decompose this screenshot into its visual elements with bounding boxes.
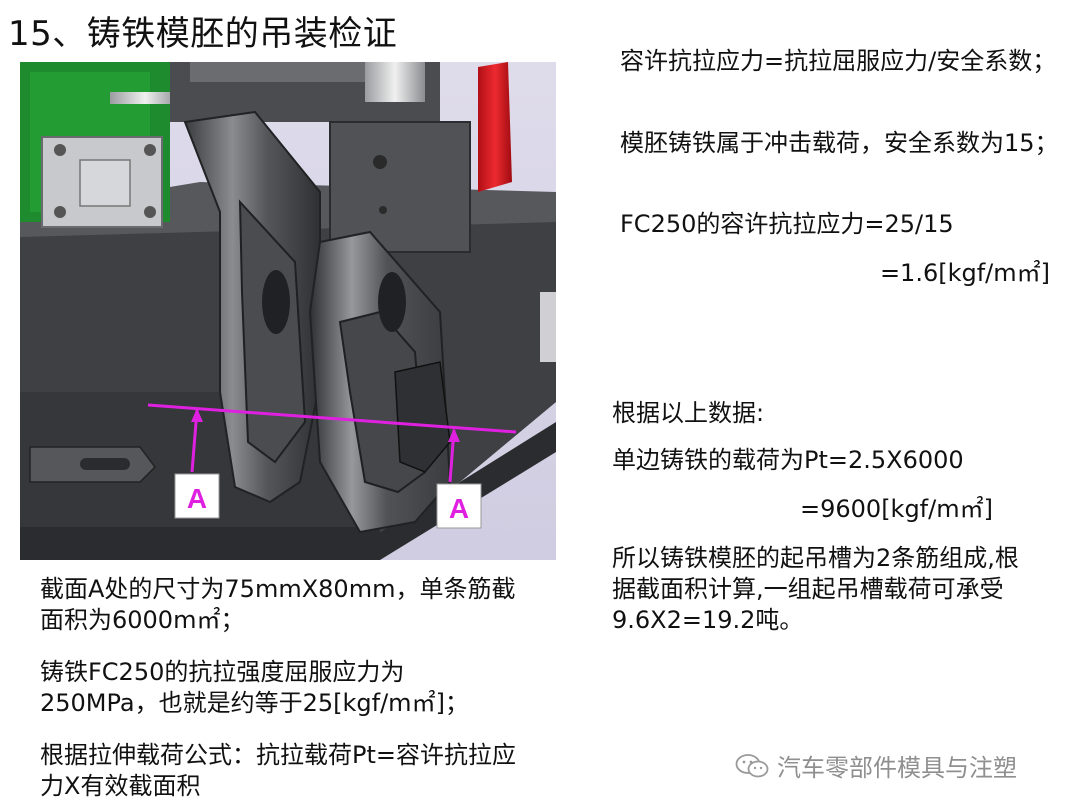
safety-factor-note: 模胚铸铁属于冲击载荷，安全系数为15；	[620, 129, 1059, 157]
fc250-allowable-stress: FC250的容许抗拉应力=25/15	[620, 210, 954, 238]
tensile-load-formula: 根据拉伸载荷公式：抗拉载荷Pt=容许抗拉应力X有效截面积	[40, 741, 516, 800]
slide-title: 15、铸铁模胚的吊装检证	[8, 14, 398, 54]
mold-lifting-figure: A A	[20, 62, 556, 560]
section-line	[147, 403, 517, 434]
arrow-head-right	[448, 428, 460, 442]
conclusion: 所以铸铁模胚的起吊槽为2条筋组成,根据截面积计算,一组起吊槽载荷可承受9.6X2…	[612, 544, 1019, 634]
section-label-left: A	[187, 483, 207, 514]
single-side-load: 单边铸铁的载荷为Pt=2.5X6000	[612, 446, 964, 474]
section-label-left-box	[174, 473, 220, 519]
single-side-load-result: =9600[kgf/m㎡]	[800, 495, 993, 523]
data-heading: 根据以上数据:	[612, 399, 765, 427]
arrow-head-left	[191, 408, 203, 422]
section-label-right-box	[436, 483, 482, 529]
watermark: 汽车零部件模具与注塑	[735, 748, 1017, 783]
section-area-note: 截面A处的尺寸为75mmX80mm，单条筋截面积为6000m㎡；	[40, 575, 516, 634]
allowable-stress-formula: 容许抗拉应力=抗拉屈服应力/安全系数；	[620, 47, 1057, 75]
wechat-icon	[735, 753, 769, 777]
guide-pipe	[365, 62, 425, 102]
fc250-yield-stress: 铸铁FC250的抗拉强度屈服应力为250MPa，也就是约等于25[kgf/m㎡]…	[40, 658, 469, 717]
mold-cad-render: A A	[20, 62, 556, 560]
red-bar	[478, 62, 512, 192]
section-label-right: A	[449, 493, 469, 524]
fc250-allowable-stress-result: =1.6[kgf/m㎡]	[879, 259, 1050, 287]
watermark-text: 汽车零部件模具与注塑	[777, 754, 1017, 782]
